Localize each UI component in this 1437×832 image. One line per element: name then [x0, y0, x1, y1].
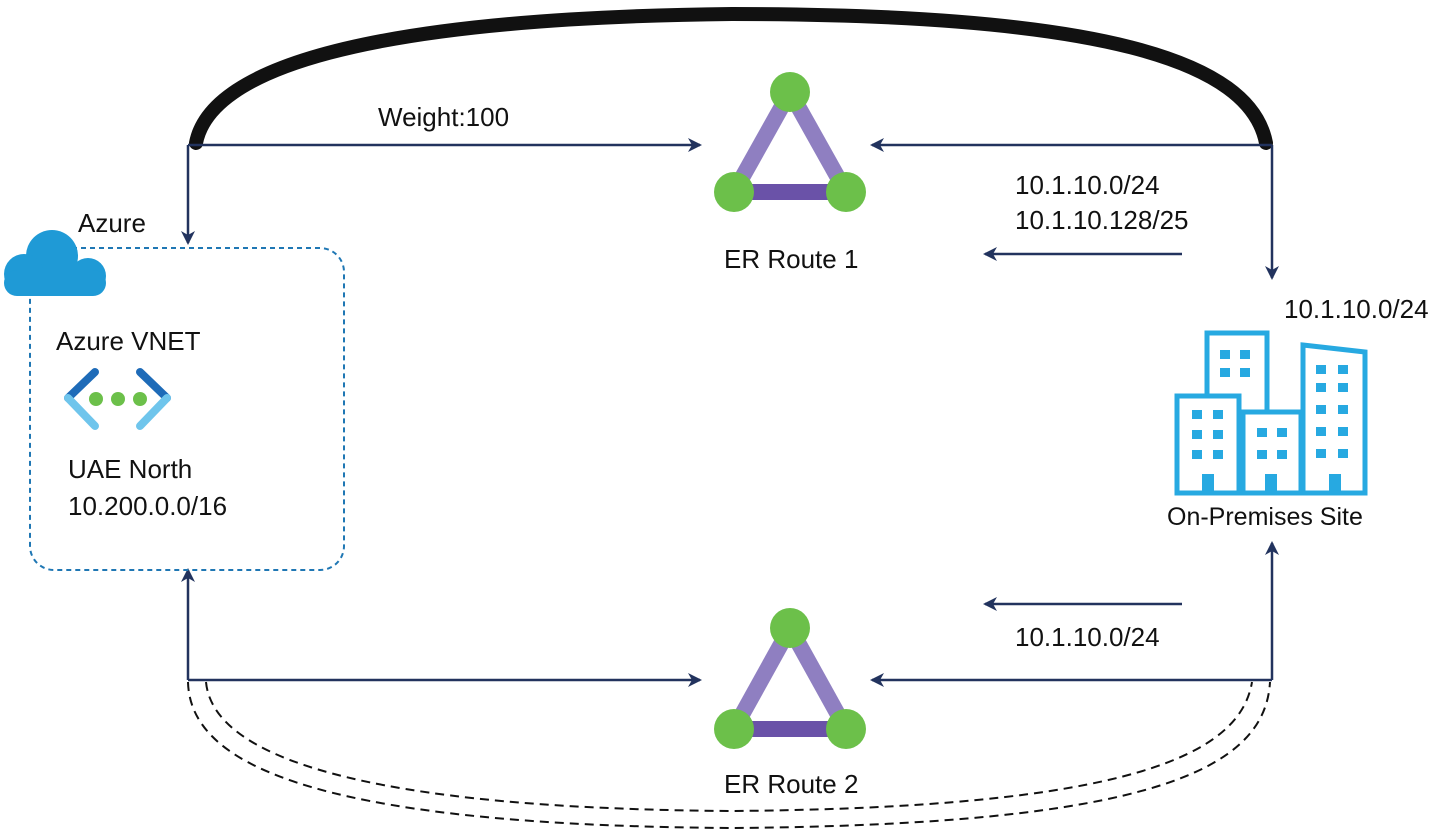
er-route-2-label: ER Route 2 — [724, 769, 858, 799]
azure-vnet-boundary — [29, 247, 345, 571]
er-route-1-label: ER Route 1 — [724, 244, 858, 274]
route1-prefix-2: 10.1.10.128/25 — [1015, 205, 1189, 235]
bottom-connectors — [181, 541, 1279, 687]
onprem-label: On-Premises Site — [1167, 503, 1363, 531]
secondary-circuit-arc-inner — [205, 681, 1253, 813]
vnet-label: Azure VNET — [56, 326, 201, 356]
primary-circuit-arc — [189, 6, 1273, 150]
er-route-1-icon — [714, 72, 866, 212]
vnet-address-space: 10.200.0.0/16 — [68, 491, 227, 521]
top-weight-label: Weight:100 — [378, 102, 509, 132]
route1-prefix-1: 10.1.10.0/24 — [1015, 170, 1160, 200]
er-route-2-icon — [714, 608, 866, 749]
azure-cloud-icon — [4, 230, 106, 296]
route2-prefix: 10.1.10.0/24 — [1015, 622, 1160, 652]
azure-label: Azure — [78, 208, 146, 238]
vnet-region: UAE North — [68, 454, 192, 484]
secondary-circuit-arc-outer — [187, 681, 1271, 830]
building-icon — [1174, 330, 1368, 496]
top-connectors — [181, 138, 1279, 280]
vnet-icon — [64, 368, 171, 430]
onprem-prefix: 10.1.10.0/24 — [1284, 294, 1429, 324]
